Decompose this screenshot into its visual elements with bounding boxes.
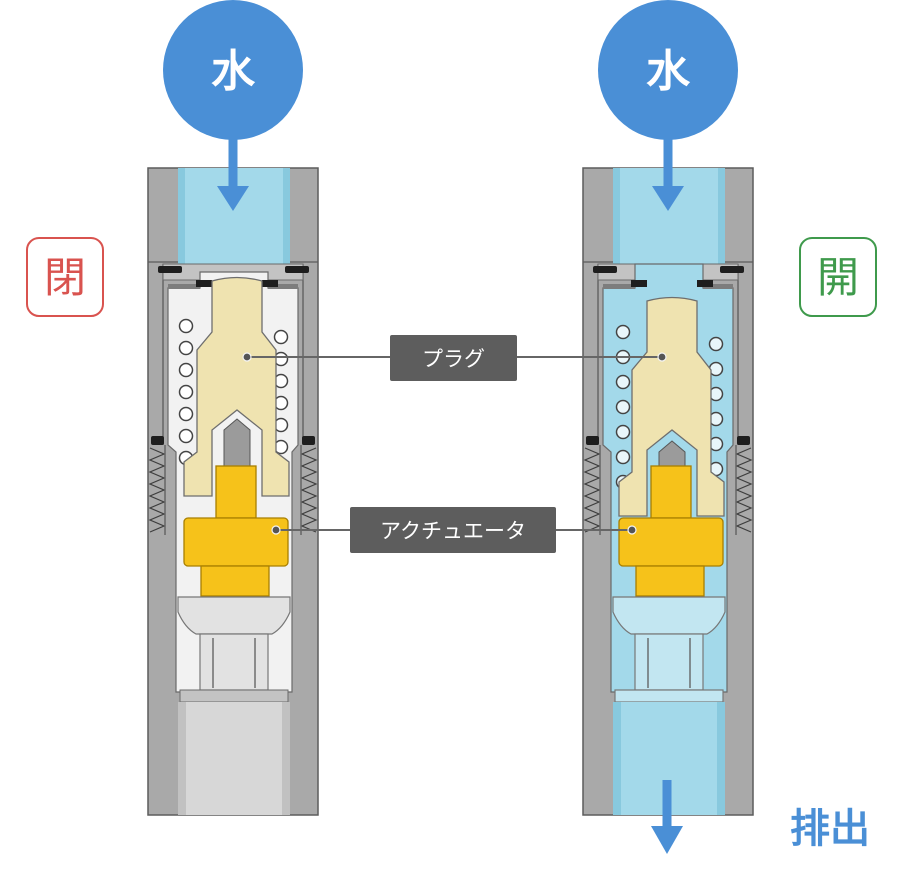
o-ring (720, 266, 744, 273)
outlet-bore-shade (717, 702, 725, 815)
lower-collar (612, 596, 726, 635)
actuator-rod (650, 465, 692, 519)
plug-callout-box (390, 335, 517, 381)
outlet-bore-shade (282, 702, 290, 815)
o-ring (593, 266, 617, 273)
seat-seal (196, 280, 212, 287)
open-badge (799, 237, 877, 317)
thread (148, 447, 166, 533)
valve-closed (147, 167, 319, 816)
valve-open (582, 167, 754, 816)
water-inlet-circle (598, 0, 738, 140)
housing-lines (148, 261, 318, 445)
inlet-bore-water (178, 168, 290, 264)
thread-boundary (599, 445, 737, 535)
flow-arrow-down-icon (217, 186, 249, 211)
plug-pin (223, 418, 251, 467)
neck-lines (212, 638, 256, 688)
o-ring (158, 266, 182, 273)
closed-badge (26, 237, 104, 317)
spring-coil (178, 428, 194, 444)
open-badge-label: 開 (817, 253, 859, 302)
water-inlet-label: 水 (211, 46, 256, 97)
actuator-base (200, 565, 270, 597)
plug-pointer-dot (242, 352, 252, 362)
valve-seat (703, 284, 733, 289)
inlet-bore-shade (283, 168, 290, 264)
drain-label: 排出 (790, 806, 870, 852)
spring-coil (615, 324, 631, 340)
actuator-callout-label: アクチュエータ (380, 519, 526, 543)
spring-coil (615, 399, 631, 415)
spring-coil (615, 424, 631, 440)
o-ring (737, 436, 750, 445)
o-ring (285, 266, 309, 273)
lower-neck (199, 633, 269, 691)
seat-seal (262, 280, 278, 287)
spring-coil (273, 329, 289, 345)
thread (735, 447, 753, 533)
flow-arrow-down-icon (652, 186, 684, 211)
plug-pointer-dot (657, 352, 667, 362)
spring-coil (178, 340, 194, 356)
plug (618, 296, 725, 517)
valve-seat (603, 284, 635, 289)
outlet-bore (178, 702, 290, 815)
spring (178, 318, 289, 477)
spring-coil (178, 318, 194, 334)
flow-arrow-shaft (663, 138, 673, 188)
o-ring (302, 436, 315, 445)
flow-arrow-shaft (228, 138, 238, 188)
spring-coil (615, 374, 631, 390)
inlet-bore-shade (718, 168, 725, 264)
plug-pin (658, 440, 686, 467)
spring-coil (178, 362, 194, 378)
thread-boundary (164, 445, 302, 535)
actuator-block (183, 517, 289, 567)
outlet-flange (179, 689, 289, 703)
o-ring (586, 436, 599, 445)
valve-seat (168, 284, 200, 289)
inlet-bore-shade (178, 168, 185, 264)
spring-coil (708, 336, 724, 352)
spring-coil (615, 449, 631, 465)
plug (183, 276, 290, 497)
seat-seal (631, 280, 647, 287)
outlet-bore-shade (613, 702, 621, 815)
actuator-rod (215, 465, 257, 519)
seat-seal (697, 280, 713, 287)
spring-coil (178, 384, 194, 400)
inlet-bore-water (613, 168, 725, 264)
thread (300, 447, 318, 533)
spring-coil (178, 406, 194, 422)
housing-lines (583, 261, 753, 445)
lower-neck (634, 633, 704, 691)
valve-seat (268, 284, 298, 289)
water-inlet-label: 水 (646, 46, 691, 97)
drain-arrow-down-icon (651, 826, 683, 854)
plug-callout-label: プラグ (422, 347, 485, 371)
actuator-block (618, 517, 724, 567)
inlet-bore-shade (613, 168, 620, 264)
water-inlet-circle (163, 0, 303, 140)
actuator-pointer-dot (271, 525, 281, 535)
lower-collar (177, 596, 291, 635)
outlet-flange (614, 689, 724, 703)
actuator-callout-box (350, 507, 556, 553)
closed-badge-label: 閉 (44, 253, 86, 302)
actuator-base (635, 565, 705, 597)
drain-arrow-shaft (662, 780, 672, 828)
actuator-pointer-dot (627, 525, 637, 535)
neck-lines (647, 638, 691, 688)
o-ring (151, 436, 164, 445)
outlet-bore-shade (178, 702, 186, 815)
plug-displaced (618, 296, 725, 517)
thread (583, 447, 601, 533)
